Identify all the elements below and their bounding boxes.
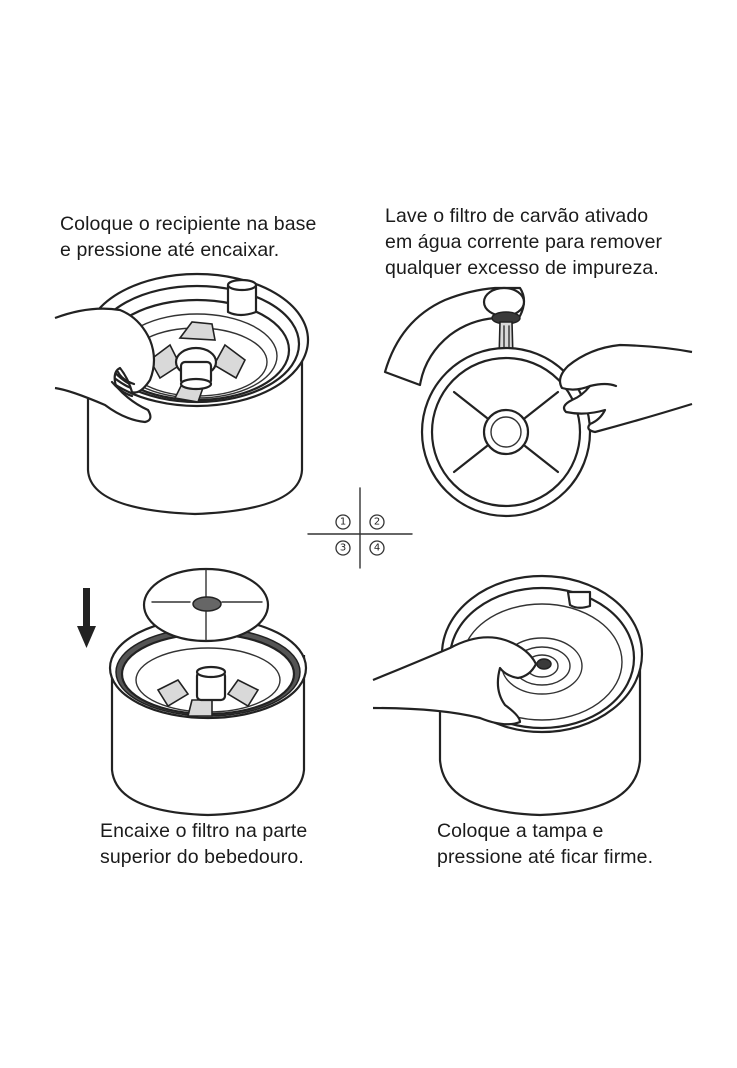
step-4-caption: Coloque a tampa e pressione até ficar fi…	[437, 818, 653, 870]
step-2-caption: Lave o filtro de carvão ativado em água …	[385, 203, 662, 281]
hand-step-2	[558, 343, 693, 434]
order-key-2: 2	[374, 517, 380, 528]
step-4-caption-line-2: pressione até ficar firme.	[437, 846, 654, 868]
hand-step-4	[372, 636, 538, 726]
down-arrow-icon	[77, 588, 96, 648]
step-1-caption: Coloque o recipiente na base e pressione…	[60, 211, 316, 263]
order-key-4: 4	[374, 543, 380, 554]
order-key-3: 3	[340, 543, 346, 554]
pump-impeller	[148, 321, 247, 403]
step-3-caption: Encaixe o filtro na parte superior do be…	[100, 818, 307, 870]
spout	[226, 283, 258, 317]
step-2-caption-line-2: em água corrente para remover	[385, 231, 663, 253]
step-3-caption-line-1: Encaixe o filtro na parte	[100, 820, 308, 842]
step-1-illustration	[54, 272, 310, 516]
step-4-caption-line-1: Coloque a tampa e	[437, 820, 604, 842]
order-key-1: 1	[340, 517, 346, 528]
filter-disc-step-3	[142, 567, 270, 643]
step-2-caption-line-1: Lave o filtro de carvão ativado	[385, 205, 649, 227]
step-4-illustration	[372, 574, 644, 817]
carbon-filter-disc	[420, 346, 592, 518]
step-1-caption-line-2: e pressione até encaixar.	[60, 239, 280, 261]
step-2-caption-line-3: qualquer excesso de impureza.	[385, 257, 659, 279]
step-2-illustration	[383, 286, 693, 518]
step-order-key: 1 2 3 4	[307, 487, 413, 569]
step-3-illustration	[77, 567, 308, 817]
hand-step-1	[54, 307, 156, 424]
step-3-caption-line-2: superior do bebedouro.	[100, 846, 304, 868]
step-1-caption-line-1: Coloque o recipiente na base	[60, 213, 317, 235]
